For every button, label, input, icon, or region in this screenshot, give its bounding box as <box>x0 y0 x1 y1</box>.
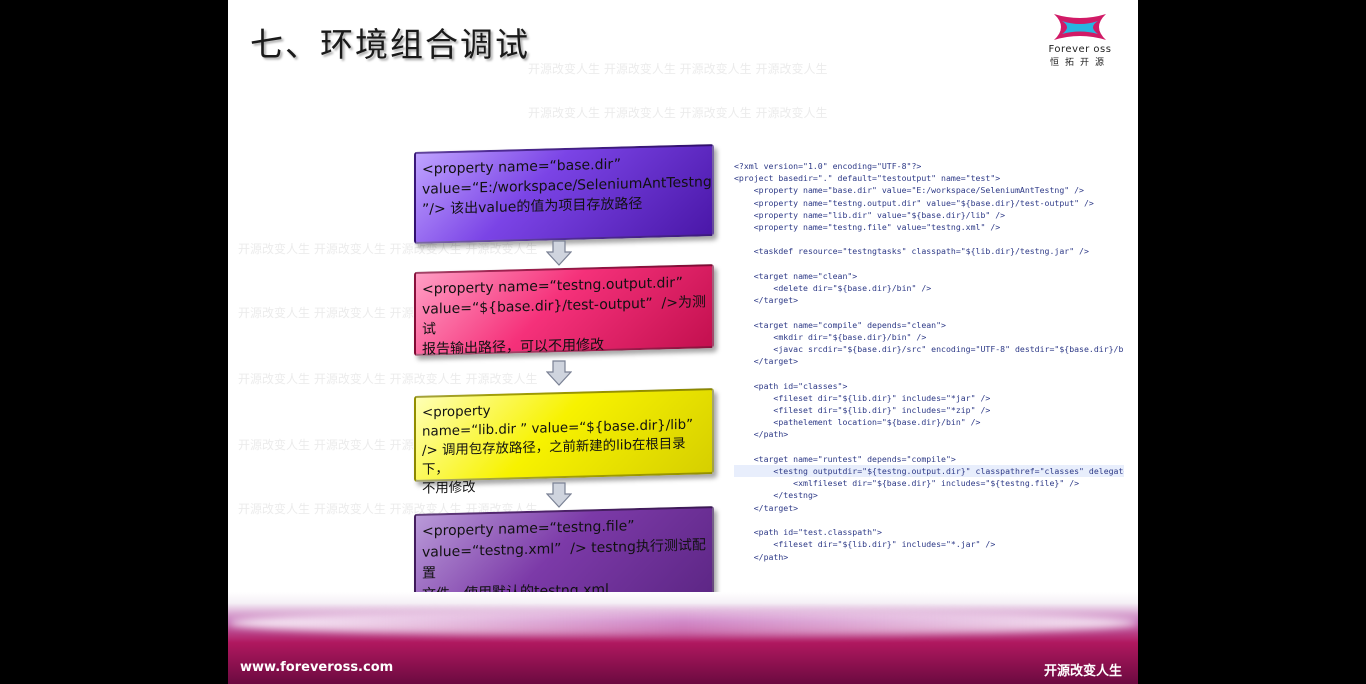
code-line <box>734 367 1124 379</box>
footer-band <box>228 592 1138 684</box>
down-arrow-icon <box>546 240 572 266</box>
code-line: <property name="lib.dir" value="${base.d… <box>734 209 1006 220</box>
flow-box-output-dir: <property name=“testng.output.dir” value… <box>414 264 714 358</box>
code-line <box>734 233 1124 245</box>
code-line: <path id="classes"> <box>734 380 848 391</box>
brand-logo: Forever oss 恒拓开源 <box>1034 12 1126 68</box>
code-line: <property name="testng.output.dir" value… <box>734 197 1094 208</box>
code-line: </target> <box>734 356 799 367</box>
logo-brand-text: Forever oss <box>1048 44 1112 55</box>
code-line: <fileset dir="${lib.dir}" includes="*zip… <box>734 405 991 416</box>
logo-cn-text: 恒拓开源 <box>1049 58 1110 68</box>
code-line: <project basedir="." default="testoutput… <box>734 173 1001 184</box>
code-line: </target> <box>734 295 799 306</box>
code-line: <xmlfileset dir="${base.dir}" includes="… <box>734 478 1080 489</box>
watermark-text: 开源改变人生 开源改变人生 开源改变人生 开源改变人生 <box>528 62 828 76</box>
code-line: <javac srcdir="${base.dir}/src" encoding… <box>734 344 1124 355</box>
flow-box-lib-dir: <property name=“lib.dir ” value=“${base.… <box>414 388 714 497</box>
code-line: <fileset dir="${lib.dir}" includes="*jar… <box>734 392 991 403</box>
footer-url: www.foreveross.com <box>240 660 394 675</box>
code-line: </testng> <box>734 490 818 501</box>
flow-box-line: value=“testng.xml” /> testng执行测试配置 <box>422 537 706 582</box>
code-line: <target name="runtest" depends="compile"… <box>734 453 956 464</box>
code-line <box>734 306 1124 318</box>
code-line: <path id="test.classpath"> <box>734 527 882 538</box>
slide: 开源改变人生 开源改变人生 开源改变人生 开源改变人生 开源改变人生 开源改变人… <box>228 0 1138 684</box>
flow-box-base-dir: <property name=“base.dir” value=“E:/work… <box>414 144 714 244</box>
code-line <box>734 514 1124 526</box>
code-line: <?xml version="1.0" encoding="UTF-8"?> <box>734 161 922 171</box>
code-line: <property name="testng.file" value="test… <box>734 222 1001 233</box>
code-line: <pathelement location="${base.dir}/bin" … <box>734 417 981 428</box>
watermark-text: 开源改变人生 开源改变人生 开源改变人生 开源改变人生 <box>238 372 538 386</box>
code-line: <property name="base.dir" value="E:/work… <box>734 185 1084 196</box>
code-line <box>734 441 1124 453</box>
code-line: <target name="compile" depends="clean"> <box>734 319 946 330</box>
slide-title: 七、环境组合调试 <box>250 25 530 64</box>
code-line: <fileset dir="${lib.dir}" includes="*.ja… <box>734 539 996 550</box>
code-line: </path> <box>734 429 789 440</box>
watermark-text: 开源改变人生 开源改变人生 开源改变人生 开源改变人生 <box>238 242 538 256</box>
code-line: <testng outputdir="${testng.output.dir}"… <box>734 465 1124 478</box>
code-line: </path> <box>734 551 789 562</box>
code-line: <target name="clean"> <box>734 270 858 281</box>
code-line: </target> <box>734 502 799 513</box>
footer-slogan: 开源改变人生 <box>1043 664 1122 679</box>
xml-code-listing: <?xml version="1.0" encoding="UTF-8"?> <p… <box>734 160 1124 580</box>
watermark-text: 开源改变人生 开源改变人生 开源改变人生 开源改变人生 <box>528 106 828 120</box>
down-arrow-icon <box>546 360 572 386</box>
down-arrow-icon <box>546 482 572 508</box>
code-line <box>734 258 1124 270</box>
code-line: <delete dir="${base.dir}/bin" /> <box>734 283 932 294</box>
logo-mark-icon <box>1054 14 1106 40</box>
code-line: <taskdef resource="testngtasks" classpat… <box>734 246 1089 257</box>
code-line: <mkdir dir="${base.dir}/bin" /> <box>734 331 927 342</box>
